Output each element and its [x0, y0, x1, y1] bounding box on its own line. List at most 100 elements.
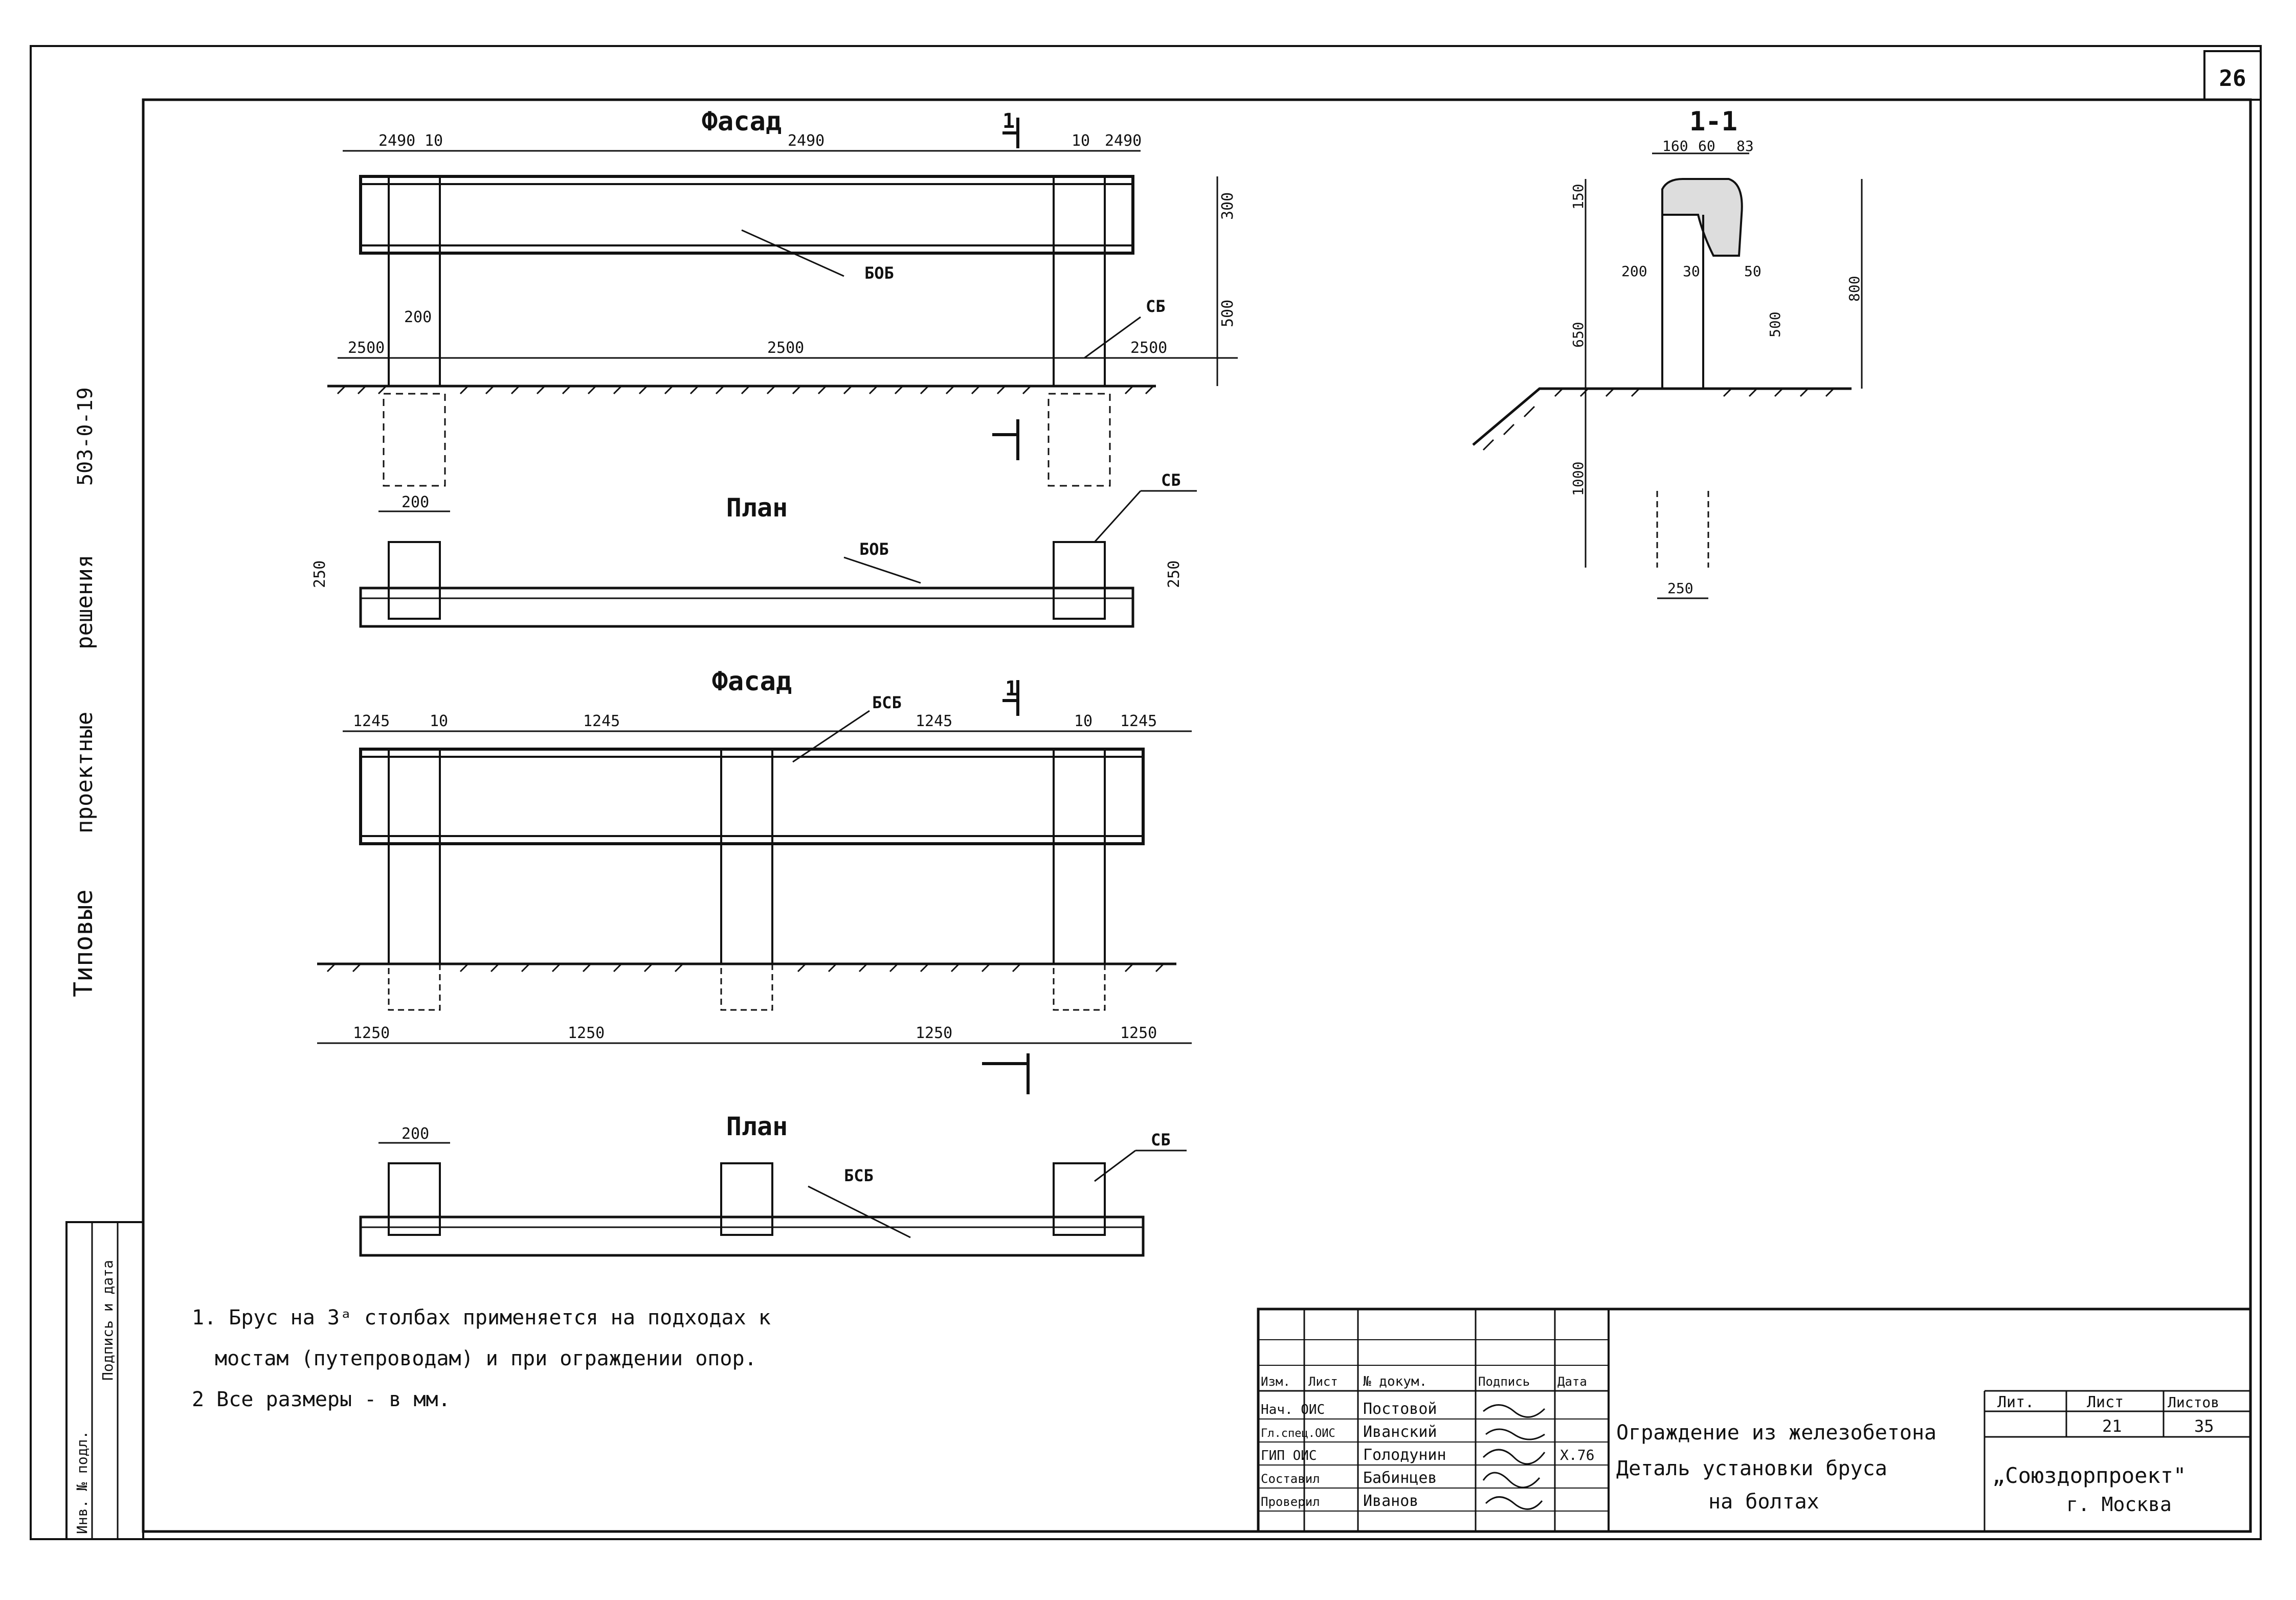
bottom-facade-title: Фасад: [712, 666, 792, 697]
tb-col-sheets: Листов: [2168, 1394, 2219, 1411]
sec-dim-12: 250: [1667, 580, 1693, 597]
dim-top-6: 2500: [348, 339, 385, 357]
stamp-inv: Инв. № подл.: [74, 1431, 91, 1534]
dim-top-8: 2500: [1130, 339, 1167, 357]
dim-bot-1: 1245: [353, 712, 390, 730]
side-title-3: решения: [72, 555, 98, 649]
left-stamp: [65, 1221, 144, 1540]
sec-dim-11: 1000: [1570, 462, 1587, 496]
tb-city: г. Москва: [2066, 1493, 2172, 1516]
tb-col-sheet: Лист: [2087, 1393, 2124, 1411]
top-beam-label: БОБ: [864, 263, 894, 283]
title-block: Изм. Лист № докум. Подпись Дата Нач. ОИС…: [1257, 1308, 2252, 1533]
outer-border: [30, 45, 2262, 1540]
dim-top-1: 2490: [378, 132, 415, 150]
dim-plan-2: 250: [311, 560, 329, 588]
sec-dim-4: 150: [1570, 184, 1587, 210]
top-plan-beam: [359, 587, 1134, 628]
dim-bot-5: 10: [1074, 712, 1093, 730]
top-plan-post-label: СБ: [1161, 470, 1181, 490]
stamp-sign: Подпись и дата: [99, 1260, 116, 1381]
bottom-section-mark: 1: [1005, 677, 1017, 701]
tb-sheet-val: 21: [2102, 1416, 2122, 1436]
top-post-label: СБ: [1146, 297, 1166, 316]
sec-dim-10: 800: [1846, 276, 1863, 302]
dim-top-2: 10: [425, 132, 443, 150]
dim-bot-9: 1250: [916, 1024, 952, 1042]
bottom-plan-view: План 200 БСБ СБ: [359, 1112, 1187, 1257]
tb-name-2: Иванский: [1363, 1423, 1437, 1441]
tb-h-sign: Подпись: [1478, 1374, 1530, 1389]
tb-role-1: Нач. ОИС: [1261, 1402, 1325, 1417]
tb-name-3: Голодунин: [1363, 1446, 1446, 1464]
dim-bot-4: 1245: [916, 712, 952, 730]
sec-dim-6: 200: [1621, 263, 1647, 280]
bottom-plan-post-label: СБ: [1151, 1130, 1171, 1150]
top-facade-view: Фасад 2490 10 2490 10 2490 2500 2500 250…: [327, 106, 1238, 487]
tb-h-list: Лист: [1308, 1374, 1338, 1389]
bottom-plan-beam: [359, 1215, 1145, 1257]
dim-bot-7: 1250: [353, 1024, 390, 1042]
note-2: мостам (путепроводам) и при ограждении о…: [215, 1347, 757, 1370]
tb-date: Х.76: [1560, 1447, 1594, 1463]
notes: 1. Брус на 3ᵃ столбах применяется на под…: [192, 1306, 771, 1411]
bottom-beam: [359, 748, 1145, 845]
tb-h-izm: Изм.: [1261, 1374, 1290, 1389]
tb-title-2: Деталь установки бруса: [1616, 1457, 1887, 1480]
section-title: 1-1: [1689, 106, 1737, 137]
top-post-right: [1053, 175, 1106, 387]
dim-top-9: 200: [404, 308, 432, 326]
dim-bot-2: 10: [430, 712, 448, 730]
tb-sheets-val: 35: [2194, 1416, 2214, 1436]
bottom-plan-title: План: [726, 1112, 788, 1141]
dim-bot-11: 200: [402, 1125, 429, 1143]
tb-role-5: Проверил: [1261, 1495, 1320, 1509]
bottom-beam-label: БСБ: [872, 693, 902, 712]
dim-top-5: 2490: [1105, 132, 1142, 150]
top-section-mark: 1: [1002, 109, 1015, 133]
inner-frame: [142, 98, 2252, 1533]
top-plan-view: План 200 250 250 БОБ СБ: [311, 470, 1197, 628]
side-title-4: 503-0-19: [74, 387, 97, 486]
top-plan-beam-label: БОБ: [859, 539, 889, 559]
dim-bot-10: 1250: [1120, 1024, 1157, 1042]
top-beam: [359, 175, 1134, 255]
side-title-1: Типовые: [69, 889, 98, 997]
sec-dim-7: 30: [1683, 263, 1700, 280]
dim-top-7: 2500: [767, 339, 804, 357]
tb-name-5: Иванов: [1363, 1492, 1418, 1510]
tb-title-3: на болтах: [1708, 1490, 1819, 1514]
dim-top-3: 2490: [788, 132, 824, 150]
sec-dim-2: 60: [1698, 138, 1715, 154]
tb-name-1: Постовой: [1363, 1400, 1437, 1418]
tb-org: „Союздорпроект": [1992, 1463, 2186, 1488]
section-view: 1-1 160 60 83 150 650 200 30 50 500 800 …: [1472, 106, 1863, 599]
dim-bot-6: 1245: [1120, 712, 1157, 730]
note-1: 1. Брус на 3ᵃ столбах применяется на под…: [192, 1306, 771, 1329]
section-beam-profile: [1661, 178, 1743, 257]
dim-top-4: 10: [1072, 132, 1090, 150]
tb-role-3: ГИП ОИС: [1261, 1448, 1317, 1463]
top-facade-title: Фасад: [702, 106, 782, 137]
dim-bot-3: 1245: [583, 712, 620, 730]
sec-dim-1: 160: [1662, 138, 1688, 154]
side-title-2: проектные: [72, 712, 98, 833]
tb-col-stage: Лит.: [1997, 1393, 2034, 1411]
top-post-left: [388, 175, 441, 387]
dim-plan-3: 250: [1165, 560, 1183, 588]
tb-title-1: Ограждение из железобетона: [1616, 1421, 1936, 1445]
tb-role-4: Составил: [1261, 1472, 1320, 1486]
tb-h-doc: № докум.: [1363, 1374, 1427, 1389]
tb-name-4: Бабинцев: [1363, 1469, 1437, 1487]
tb-role-2: Гл.спец.ОИС: [1261, 1427, 1335, 1440]
tb-h-date: Дата: [1557, 1374, 1587, 1389]
sheet-number: 26: [2219, 65, 2246, 92]
bottom-plan-beam-label: БСБ: [844, 1166, 874, 1185]
sec-dim-5: 650: [1570, 322, 1587, 348]
top-plan-title: План: [726, 493, 788, 523]
dim-top-11: 500: [1219, 300, 1237, 327]
sheet-number-box: [2203, 50, 2262, 101]
note-3: 2 Все размеры - в мм.: [192, 1388, 451, 1411]
signatures: [1482, 1404, 1546, 1510]
